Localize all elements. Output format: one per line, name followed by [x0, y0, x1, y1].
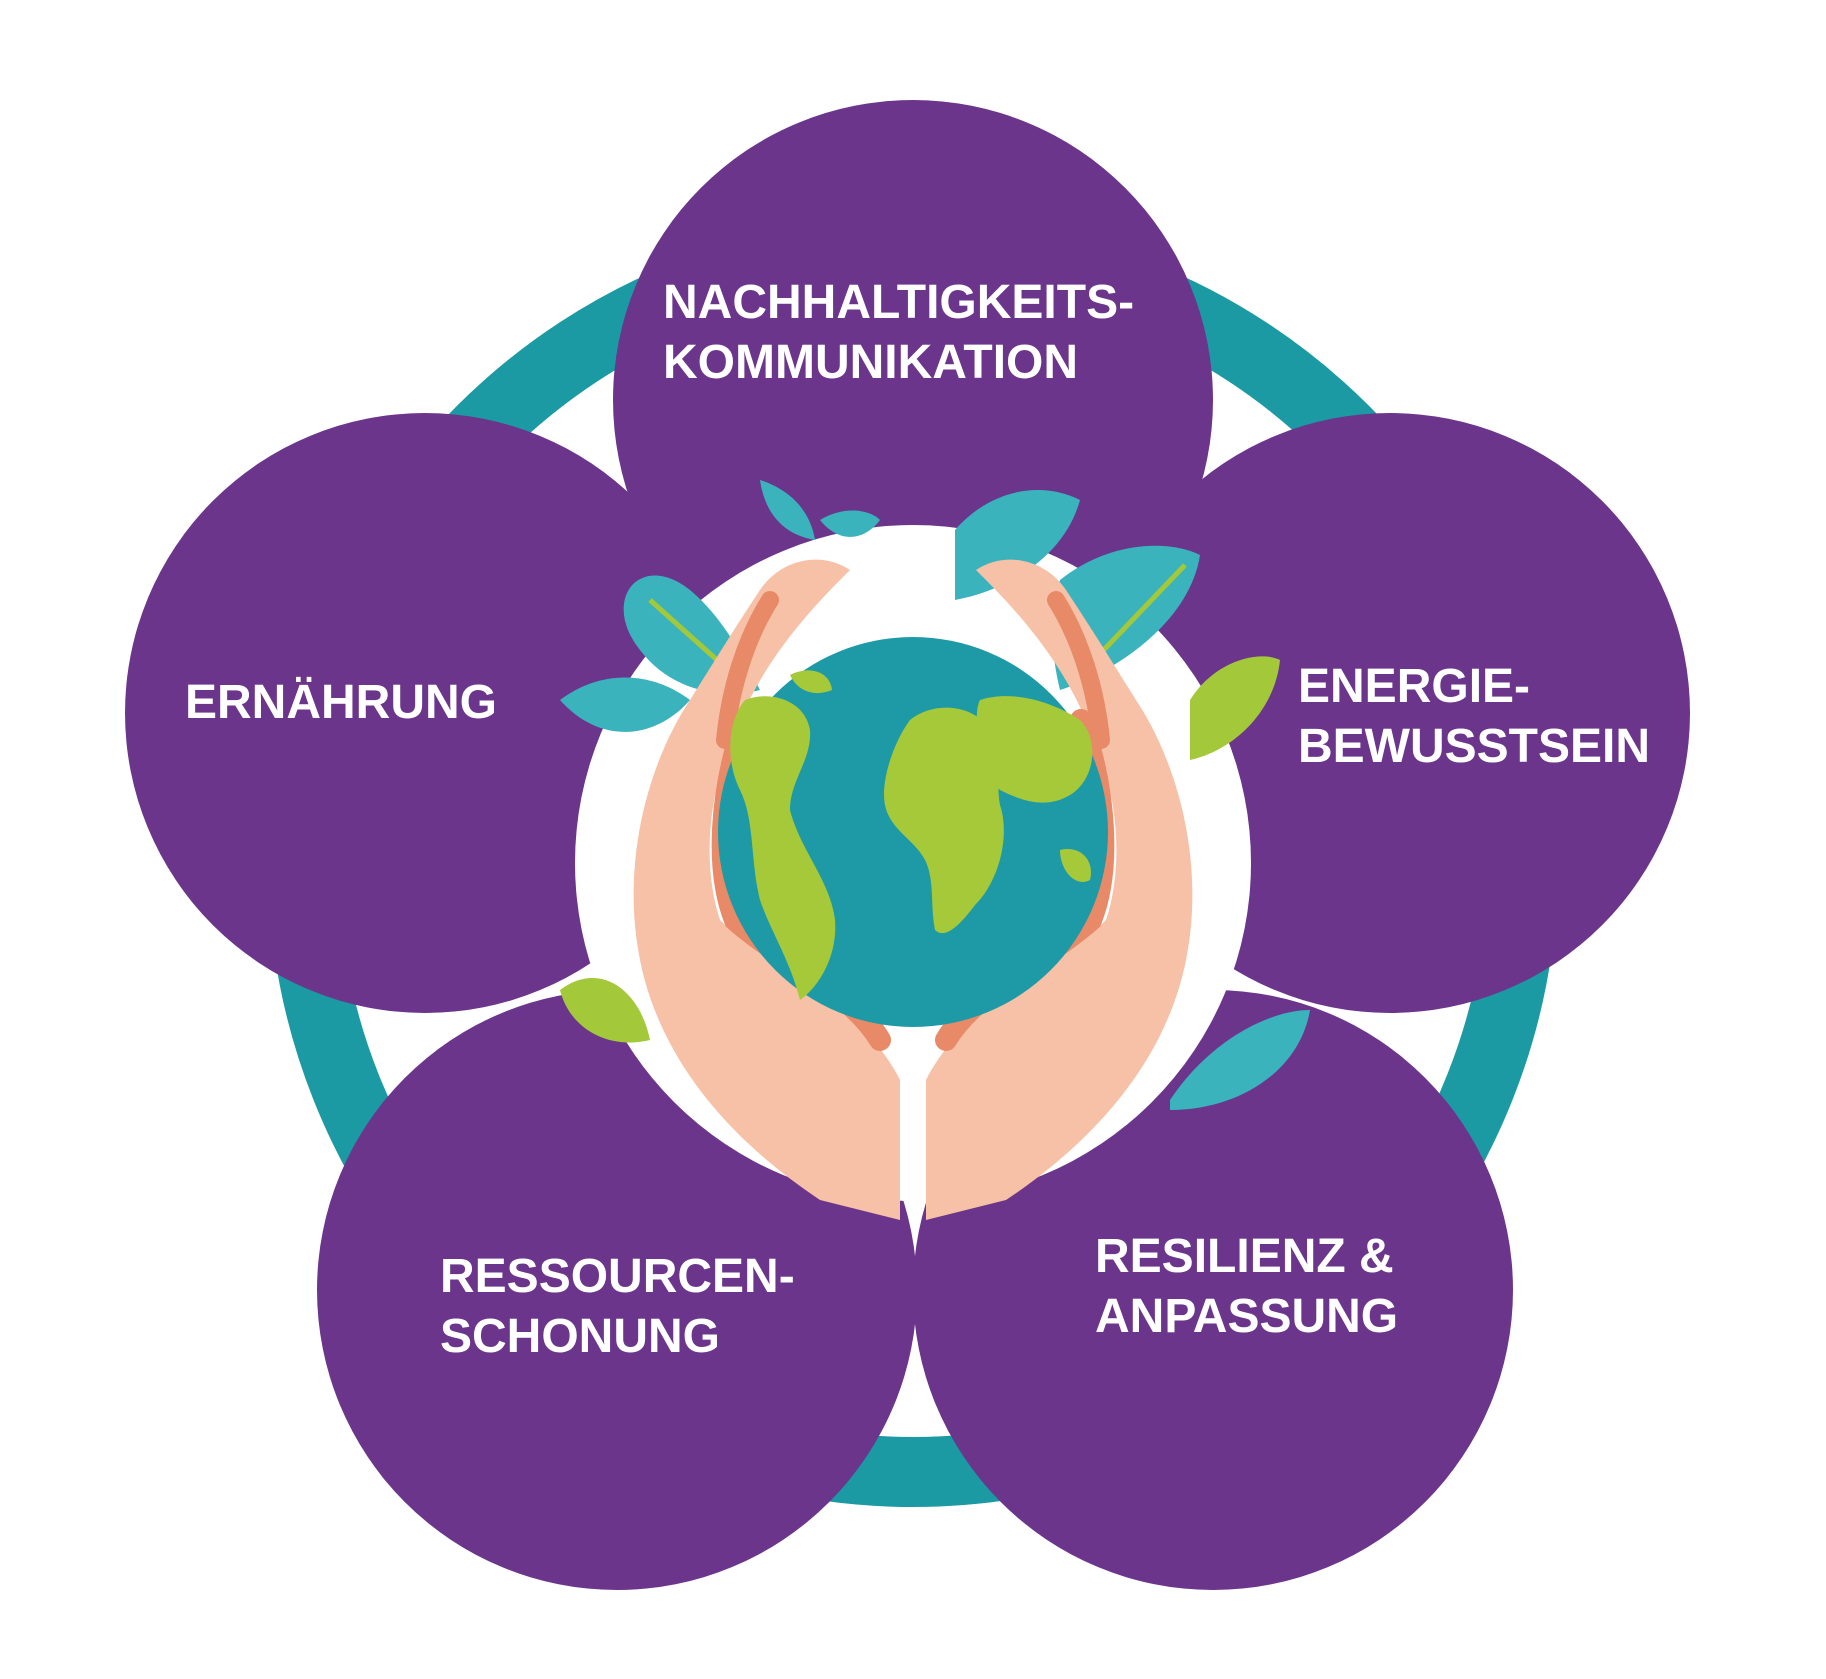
- label-line: NACHHALTIGKEITS-: [663, 276, 1134, 329]
- leaf-icon: [760, 480, 880, 540]
- label-line: ERNÄHRUNG: [185, 676, 497, 729]
- left-finger: [716, 591, 779, 749]
- label-ernaehrung: ERNÄHRUNG: [185, 676, 497, 729]
- right-finger: [1047, 591, 1110, 749]
- label-resilienz-anpassung: RESILIENZ & ANPASSUNG: [1095, 1230, 1407, 1343]
- label-line: BEWUSSTSEIN: [1298, 720, 1650, 773]
- label-line: ENERGIE-: [1298, 660, 1530, 713]
- globe-icon: [718, 637, 1108, 1027]
- leaf-icon: [1190, 656, 1280, 760]
- leaf-icon: [560, 978, 650, 1043]
- label-line: KOMMUNIKATION: [663, 336, 1078, 389]
- circle-nachhaltigkeitskommunikation: [613, 100, 1213, 700]
- leaf-icon: [1170, 1010, 1310, 1110]
- label-line: ANPASSUNG: [1095, 1290, 1398, 1343]
- circle-labels: NACHHALTIGKEITS- KOMMUNIKATION ENERGIE- …: [185, 276, 1650, 1363]
- left-hand: [633, 559, 900, 1220]
- label-line: RESILIENZ &: [1095, 1230, 1394, 1283]
- label-ressourcenschonung: RESSOURCEN- SCHONUNG: [440, 1250, 808, 1363]
- leaf-icon: [560, 677, 690, 732]
- right-hand: [926, 559, 1193, 1220]
- hands-holding-globe-icon: [560, 480, 1310, 1220]
- label-line: RESSOURCEN-: [440, 1250, 795, 1303]
- label-line: SCHONUNG: [440, 1310, 720, 1363]
- label-nachhaltigkeitskommunikation: NACHHALTIGKEITS- KOMMUNIKATION: [663, 276, 1147, 389]
- label-energiebewusstsein: ENERGIE- BEWUSSTSEIN: [1298, 660, 1650, 773]
